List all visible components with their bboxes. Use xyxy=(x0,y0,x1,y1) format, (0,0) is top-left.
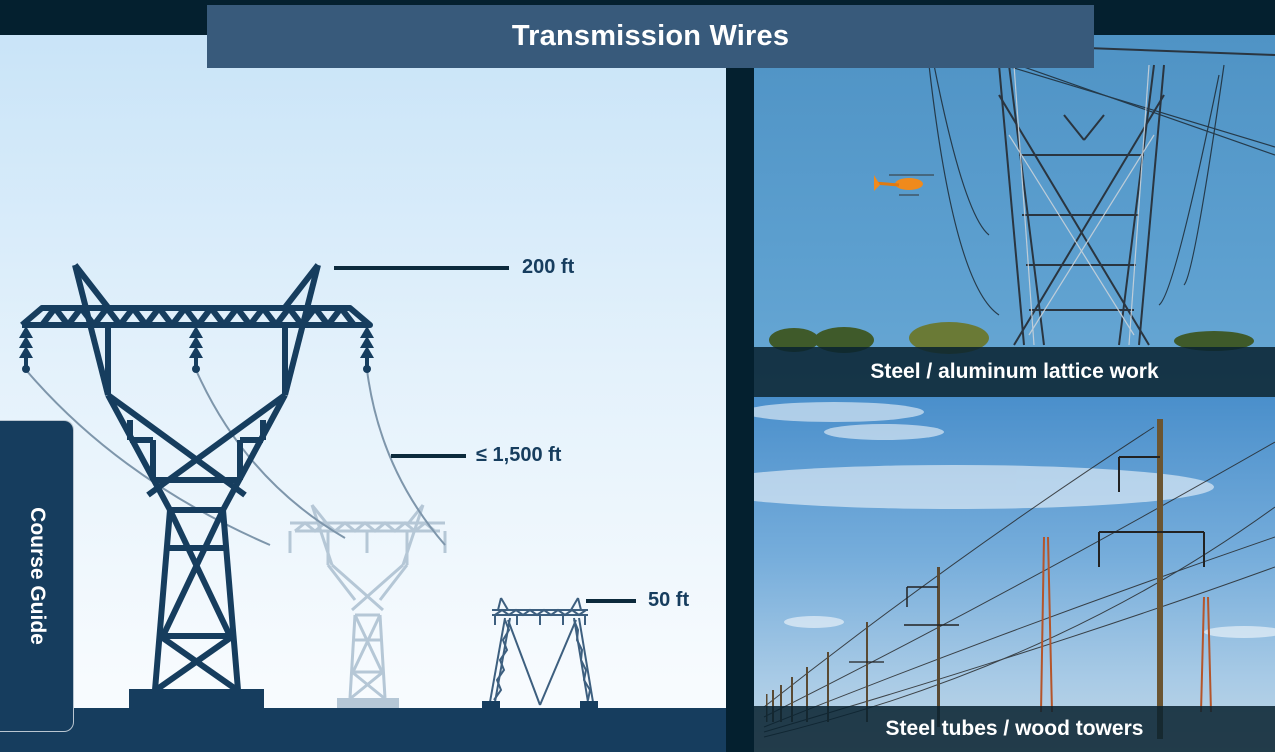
lattice-tower-image xyxy=(769,42,1275,354)
span-length-label: ≤ 1,500 ft xyxy=(476,444,562,466)
lattice-tower-photo: Steel / aluminum lattice work xyxy=(754,35,1275,397)
medium-tower-illustration xyxy=(288,504,447,708)
wood-tower-photo: Steel tubes / wood towers xyxy=(754,397,1275,752)
page-title: Transmission Wires xyxy=(511,20,790,52)
leader-line-50ft xyxy=(586,599,636,603)
photo-caption-lattice: Steel / aluminum lattice work xyxy=(754,347,1275,397)
height-label-50ft: 50 ft xyxy=(648,589,690,611)
leader-line-span xyxy=(391,454,466,458)
tall-tower-illustration xyxy=(19,263,374,709)
illustration-panel: 200 ft ≤ 1,500 ft 50 ft xyxy=(0,35,726,752)
wood-tower-image xyxy=(754,402,1275,739)
ground xyxy=(0,708,726,752)
sagging-wires xyxy=(25,369,446,546)
lattice-masts-icon xyxy=(1040,536,1212,713)
title-banner: Transmission Wires xyxy=(207,5,1094,68)
course-guide-tab[interactable]: Course Guide xyxy=(0,420,74,732)
course-guide-label: Course Guide xyxy=(25,507,49,645)
panel-divider xyxy=(726,35,754,752)
height-label-200ft: 200 ft xyxy=(522,256,575,278)
short-tower-illustration xyxy=(482,597,598,708)
helicopter-icon xyxy=(873,174,934,196)
photo-caption-tubes: Steel tubes / wood towers xyxy=(754,706,1275,752)
leader-line-200ft xyxy=(334,266,509,270)
